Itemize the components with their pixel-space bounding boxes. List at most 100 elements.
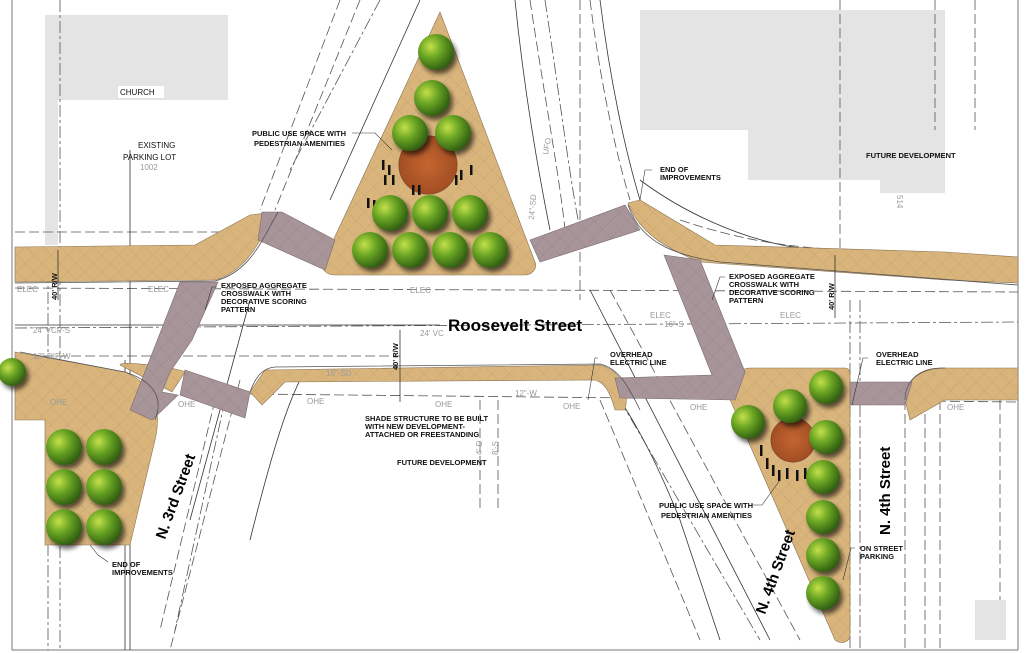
end-improvements-sw-label: END OF: [112, 560, 141, 569]
church-label: CHURCH: [120, 88, 155, 97]
public-use-se-label: PEDESTRIAN AMENITIES: [661, 511, 752, 520]
tree: [0, 358, 26, 386]
tree: [372, 195, 408, 231]
utility-ohe: OHE: [690, 403, 707, 412]
trees-north-plaza: [352, 34, 508, 268]
overhead-electric-center-label: OVERHEAD: [610, 350, 653, 359]
shade-structure-label: SHADE STRUCTURE TO BE BUILT: [365, 414, 488, 423]
tree: [773, 389, 807, 423]
trees: [0, 34, 843, 610]
tree: [806, 460, 840, 494]
on-street-parking-label: ON STREET: [860, 544, 903, 553]
trees-se-plaza: [731, 370, 843, 610]
utility-ohe: OHE: [947, 403, 964, 412]
tree: [731, 405, 765, 439]
plaza-circle-se: [770, 417, 816, 463]
pedestrian-figures: [367, 160, 807, 481]
tree: [46, 509, 82, 545]
tree: [806, 500, 840, 534]
utility-ohe: OHE: [435, 400, 452, 409]
crosswalk-center-ne: [529, 204, 641, 263]
overhead-electric-east-label: OVERHEAD: [876, 350, 919, 359]
utility-ohe: OHE: [50, 398, 67, 407]
utility-ohe: OHE: [307, 397, 324, 406]
utility-vc: 24' VC: [420, 329, 444, 338]
crosswalk-west-label: PATTERN: [221, 305, 255, 314]
n-4th-street-east-label: N. 4th Street: [877, 447, 894, 535]
future-development-ne-label: FUTURE DEVELOPMENT: [866, 151, 956, 160]
existing-parking-label: PARKING LOT: [123, 153, 176, 162]
public-use-north-label: PUBLIC USE SPACE WITH: [252, 129, 346, 138]
right-of-way-west: 40' R/W: [50, 272, 59, 300]
tree: [452, 195, 488, 231]
ne-number: 514: [895, 195, 904, 209]
utility-ohe: OHE: [178, 400, 195, 409]
utility-sewer16: 16"-S: [664, 320, 684, 329]
end-improvements-ne-label: IMPROVEMENTS: [660, 173, 721, 182]
crosswalk-east-label: CROSSWALK WITH: [729, 280, 799, 289]
crosswalk-east-label: DECORATIVE SCORING: [729, 288, 815, 297]
tree: [46, 469, 82, 505]
end-improvements-ne-label: END OF: [660, 165, 689, 174]
crosswalk-west-label: DECORATIVE SCORING: [221, 297, 307, 306]
crosswalks: [129, 204, 913, 421]
tree: [86, 509, 122, 545]
future-development-south-label: FUTURE DEVELOPMENT: [397, 458, 487, 467]
right-of-way-center: 40' R/W: [391, 342, 400, 370]
church-building: [45, 15, 228, 245]
tree: [809, 420, 843, 454]
shade-structure-label: ATTACHED OR FREESTANDING: [365, 430, 479, 439]
utility-ohe: OHE: [563, 402, 580, 411]
utility-dim4: 4'-D: [475, 440, 484, 455]
utility-elec: ELEC: [410, 286, 431, 295]
annotations: CHURCH EXISTING PARKING LOT 1002 PUBLIC …: [17, 86, 964, 616]
tree: [809, 370, 843, 404]
tree: [806, 538, 840, 572]
crosswalk-east-label: PATTERN: [729, 296, 763, 305]
crosswalk-east-label: EXPOSED AGGREGATE: [729, 272, 815, 281]
utility-elec: ELEC: [650, 311, 671, 320]
existing-parking-label: EXISTING: [138, 141, 175, 150]
trees-sw-plaza: [0, 358, 122, 545]
utility-elec: ELEC: [148, 285, 169, 294]
right-of-way-east: 40' R/W: [827, 282, 836, 310]
public-use-se-label: PUBLIC USE SPACE WITH: [659, 501, 753, 510]
tree: [414, 80, 450, 116]
crosswalk-west-label: EXPOSED AGGREGATE: [221, 281, 307, 290]
tree: [352, 232, 388, 268]
crosswalk-east: [614, 254, 746, 401]
tree: [472, 232, 508, 268]
crosswalk-west: [129, 281, 219, 421]
utility-water12: 12"-W: [515, 389, 537, 398]
building-se: [975, 600, 1006, 640]
utility-sd24: 24"-SD: [527, 194, 538, 220]
tree: [418, 34, 454, 70]
utility-ufo: UFO: [541, 137, 553, 155]
tree: [86, 429, 122, 465]
tree: [435, 115, 471, 151]
crosswalk-west-south: [179, 369, 251, 419]
utility-sewer16-south: 16"-SD: [326, 369, 352, 378]
overhead-electric-center-label: ELECTRIC LINE: [610, 358, 667, 367]
future-development-ne-building: [640, 10, 945, 193]
buildings: [45, 10, 1006, 640]
sidewalk-south: [249, 364, 627, 411]
utility-elec: ELEC: [17, 285, 38, 294]
overhead-electric-east-label: ELECTRIC LINE: [876, 358, 933, 367]
tree: [392, 115, 428, 151]
public-use-north-label: PEDESTRIAN AMENITIES: [254, 139, 345, 148]
tree: [412, 195, 448, 231]
tree: [46, 429, 82, 465]
crosswalk-west-label: CROSSWALK WITH: [221, 289, 291, 298]
shade-structure-label: WITH NEW DEVELOPMENT-: [365, 422, 466, 431]
tree: [86, 469, 122, 505]
leader-lines: [57, 132, 868, 581]
tree: [432, 232, 468, 268]
tree: [806, 576, 840, 610]
tree: [392, 232, 428, 268]
end-improvements-sw-label: IMPROVEMENTS: [112, 568, 173, 577]
roosevelt-street-label: Roosevelt Street: [448, 316, 582, 335]
utility-vcp: 24' VCP-S: [33, 326, 70, 335]
utility-dip: 12" DIP-W: [33, 352, 71, 361]
